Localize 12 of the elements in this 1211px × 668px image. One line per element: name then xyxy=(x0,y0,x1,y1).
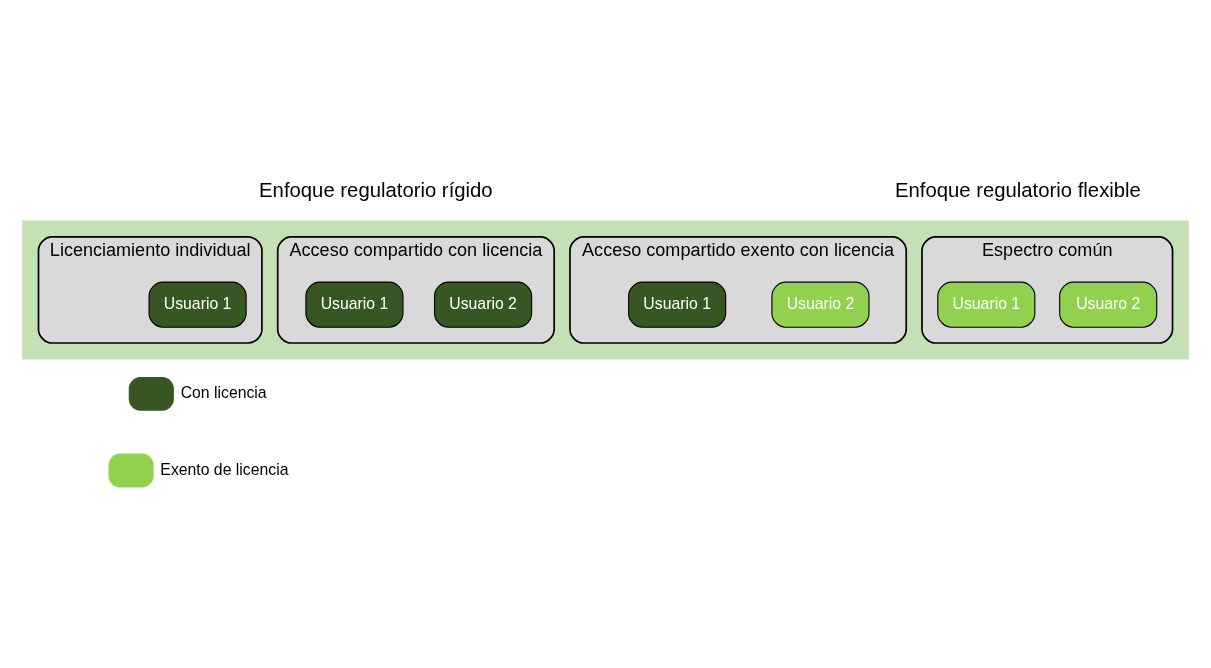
legend-label: Exento de licencia xyxy=(160,460,289,478)
node-box: Usuario 1 xyxy=(937,281,1036,328)
label: Enfoque regulatorio flexible xyxy=(894,178,1141,201)
label: Enfoque regulatorio rígido xyxy=(259,178,493,201)
node-box: Usuario 2 xyxy=(434,281,533,328)
node-box: Usuario 1 xyxy=(628,281,727,328)
node-box: Usuario 2 xyxy=(771,281,870,328)
node-box: Usuario 1 xyxy=(148,281,247,328)
node-box: Usuario 1 xyxy=(305,281,404,328)
legend-label: Con licencia xyxy=(180,383,267,401)
cluster xyxy=(22,220,1189,360)
node-box: Usuaro 2 xyxy=(1059,281,1158,328)
